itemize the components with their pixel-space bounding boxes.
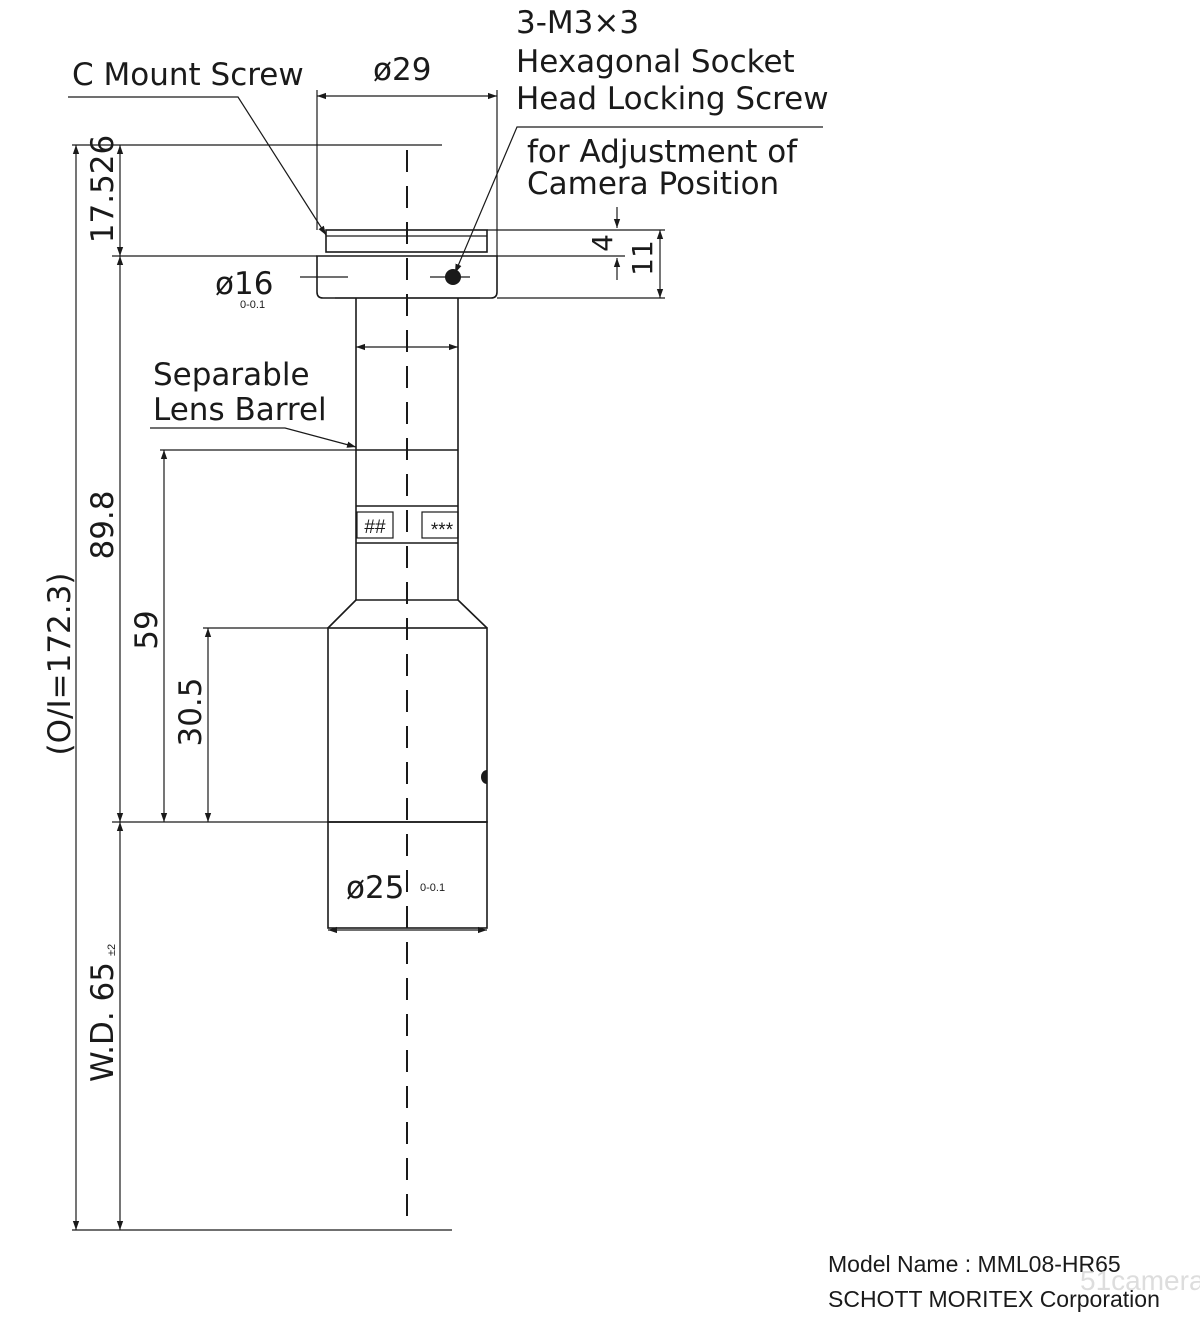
model-name: Model Name : MML08-HR65 — [828, 1251, 1121, 1277]
c-mount-screw-label: C Mount Screw — [72, 57, 304, 93]
dia-16-label: ø16 — [215, 266, 273, 302]
separable-label-2: Lens Barrel — [153, 392, 327, 428]
marking-right: *** — [421, 511, 459, 541]
separable-label-1: Separable — [153, 357, 310, 393]
dim-305-label: 30.5 — [173, 677, 209, 746]
dim-898-label: 89.8 — [85, 490, 121, 559]
svg-text:***: *** — [431, 520, 454, 541]
adjustment-label-1: for Adjustment of — [527, 134, 798, 170]
watermark: 51camera — [1080, 1265, 1200, 1296]
adjustment-label-2: Camera Position — [527, 166, 779, 202]
cone-transition — [327, 599, 488, 629]
dim-oi-label: (O/I=172.3) — [42, 573, 78, 756]
wd-label: W.D. 65 — [85, 962, 121, 1082]
marking-left: ## — [356, 511, 394, 539]
dim-59-label: 59 — [129, 610, 165, 649]
dia-29-label: ø29 — [373, 52, 431, 88]
svg-text:##: ## — [364, 517, 386, 538]
dia-16-tolerance: 0-0.1 — [240, 299, 265, 311]
dimension-lines — [72, 90, 665, 1230]
locking-screw-label-3: Head Locking Screw — [516, 81, 829, 117]
dia-25-tolerance: 0-0.1 — [420, 882, 445, 894]
locking-screw-label-2: Hexagonal Socket — [516, 44, 795, 80]
leader-lines — [68, 96, 823, 448]
dia-25-label: ø25 — [346, 870, 404, 906]
company-name: SCHOTT MORITEX Corporation — [828, 1286, 1160, 1312]
mount-collar — [316, 255, 498, 299]
dim-11-label: 11 — [626, 240, 659, 276]
wd-tolerance: ±2 — [106, 944, 118, 956]
locking-screw-label-1: 3-M3×3 — [516, 5, 639, 41]
reference-lines — [72, 144, 452, 1231]
dim-4-label: 4 — [586, 234, 619, 252]
dim-17526-label: 17.526 — [85, 135, 121, 243]
